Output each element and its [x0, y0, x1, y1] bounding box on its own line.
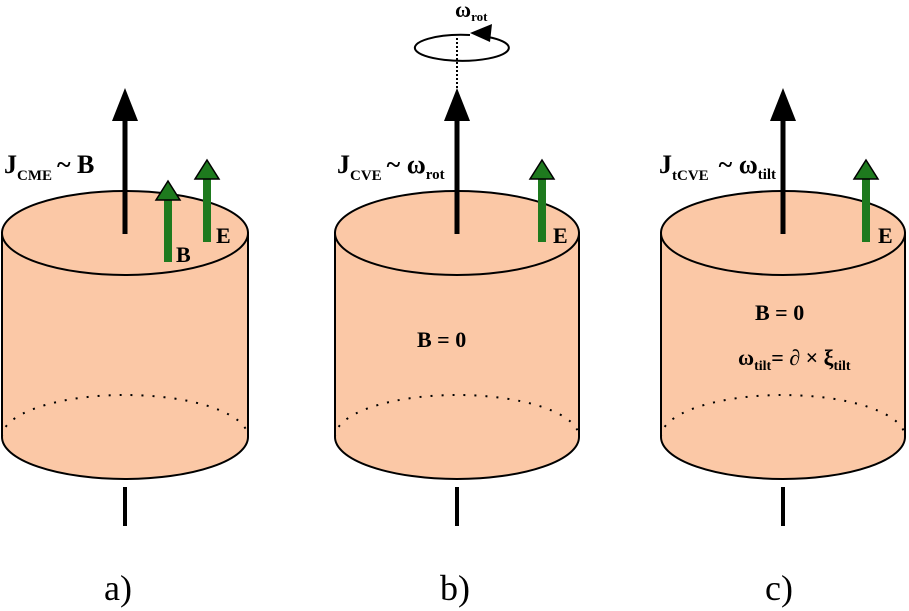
- current-arrow-c: [770, 88, 796, 234]
- e-field-label-c: E: [878, 223, 893, 248]
- b-field-label-a: B: [176, 242, 191, 267]
- panel-letter-b: b): [440, 568, 470, 608]
- current-arrow-a: [112, 88, 138, 234]
- current-arrow-b: [444, 88, 470, 234]
- e-field-label-b: E: [553, 223, 568, 248]
- vorticity-label-c: ωtilt= ∂ × ξtilt: [738, 345, 851, 374]
- panel-letter-a: a): [104, 568, 132, 608]
- e-field-arrow-a: [193, 158, 221, 242]
- e-field-label-a: E: [216, 223, 231, 248]
- current-label-b: JCVE~ ωrot: [337, 150, 445, 184]
- panel-c: JtCVE~ ωtilt E B = 0 ωtilt= ∂ × ξtilt c): [659, 88, 906, 608]
- e-field-arrow-b: [528, 158, 556, 242]
- cylinder-b-body: [334, 232, 580, 480]
- cylinder-c-body: [660, 232, 906, 480]
- panel-letter-c: c): [765, 568, 793, 608]
- current-label-a: JCME~ B: [4, 150, 94, 184]
- panel-a: JCME~ B B E a): [0, 88, 249, 608]
- cylinder-a: [0, 190, 249, 480]
- e-field-arrow-c: [852, 158, 880, 242]
- panel-b: ωrot JCVE~ ωrot E B = 0 b): [334, 0, 580, 608]
- rotation-arrow-icon: [413, 24, 510, 62]
- cylinder-c: [660, 190, 906, 480]
- rotation-label-b: ωrot: [455, 0, 488, 24]
- current-label-c: JtCVE~ ωtilt: [659, 150, 776, 184]
- condition-label-c: B = 0: [755, 300, 804, 325]
- condition-label-b: B = 0: [417, 327, 466, 352]
- b-field-arrow-a: [154, 179, 182, 262]
- cylinder-a-body: [0, 232, 249, 480]
